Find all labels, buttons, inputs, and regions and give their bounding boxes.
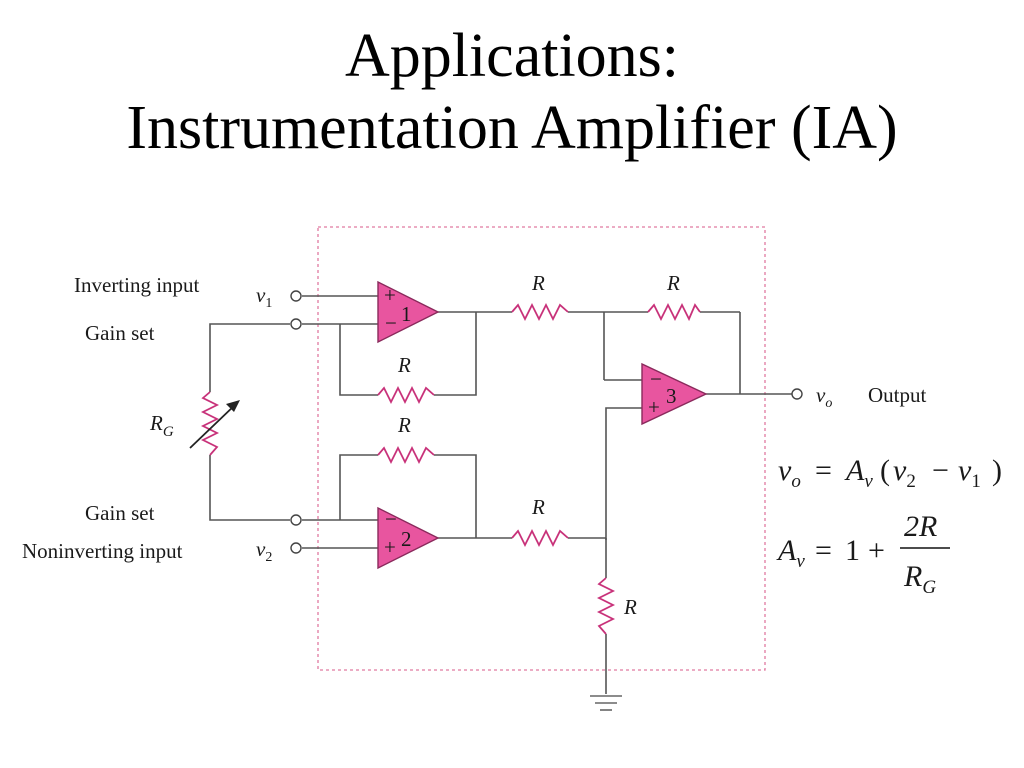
resistor-feedback-2 (377, 445, 435, 465)
resistor-feedback-1 (377, 385, 435, 405)
svg-text:=: = (815, 454, 832, 487)
ia-enclosure-box (317, 226, 766, 671)
svg-text:−: − (385, 507, 397, 531)
terminal-v2 (290, 542, 302, 554)
svg-text:+: + (868, 534, 885, 567)
svg-text:v1: v1 (958, 454, 981, 492)
label-r-top-left: R (531, 271, 545, 295)
circuit-wires (209, 295, 792, 694)
terminal-gain-set-bottom (290, 514, 302, 526)
opamp-1: + − 1 (377, 280, 440, 344)
opamp-3: − + 3 (641, 362, 708, 426)
label-v2: v2 (256, 537, 272, 565)
label-gain-set-top: Gain set (85, 321, 155, 345)
resistor-bottom-mid (511, 528, 569, 548)
opamp-3-number: 3 (666, 384, 677, 408)
svg-text:(: ( (880, 454, 890, 487)
svg-text:−: − (385, 311, 397, 335)
slide-title: Applications: Instrumentation Amplifier … (0, 20, 1024, 164)
label-r-feedback-2: R (397, 413, 411, 437)
opamp-1-number: 1 (401, 302, 412, 326)
resistor-ground (596, 577, 616, 635)
svg-text:Av: Av (776, 534, 805, 572)
opamp-2: − + 2 (377, 506, 440, 570)
label-output: Output (868, 383, 927, 407)
svg-text:+: + (384, 535, 396, 559)
svg-text:+: + (648, 395, 660, 419)
label-gain-set-bottom: Gain set (85, 501, 155, 525)
label-r-top-right: R (666, 271, 680, 295)
terminal-v1 (290, 290, 302, 302)
label-rg: RG (149, 411, 174, 440)
svg-text:−: − (932, 454, 949, 487)
label-r-feedback-1: R (397, 353, 411, 377)
equation-vo: vo = Av ( v2 − v1 ) (778, 454, 1002, 492)
opamp-2-number: 2 (401, 527, 412, 551)
svg-text:Av: Av (844, 454, 873, 492)
title-line-1: Applications: (344, 22, 680, 90)
label-v1: v1 (256, 283, 272, 311)
fraction-denominator: RG (903, 560, 936, 598)
svg-text:−: − (650, 367, 662, 391)
variable-arrow-icon (189, 400, 240, 449)
svg-text:vo: vo (778, 454, 801, 492)
equation-av: Av = 1 + 2R RG (776, 510, 950, 598)
terminal-gain-set-top (290, 318, 302, 330)
title-line-2: Instrumentation Amplifier (IA) (126, 94, 898, 162)
label-noninverting-input: Noninverting input (22, 539, 183, 563)
label-r-bottom-mid: R (531, 495, 545, 519)
svg-text:v2: v2 (893, 454, 916, 492)
label-vo: vo (816, 383, 832, 411)
resistor-top-right (647, 302, 701, 322)
ground-icon (590, 695, 622, 711)
resistor-rg (200, 391, 220, 456)
svg-text:=: = (815, 534, 832, 567)
label-inverting-input: Inverting input (74, 273, 200, 297)
resistor-top-left (511, 302, 569, 322)
terminal-vo (791, 388, 803, 400)
svg-text:1: 1 (845, 534, 860, 567)
fraction-numerator: 2R (904, 510, 937, 543)
svg-text:): ) (992, 454, 1002, 487)
label-r-ground: R (623, 595, 637, 619)
svg-text:+: + (384, 283, 396, 307)
